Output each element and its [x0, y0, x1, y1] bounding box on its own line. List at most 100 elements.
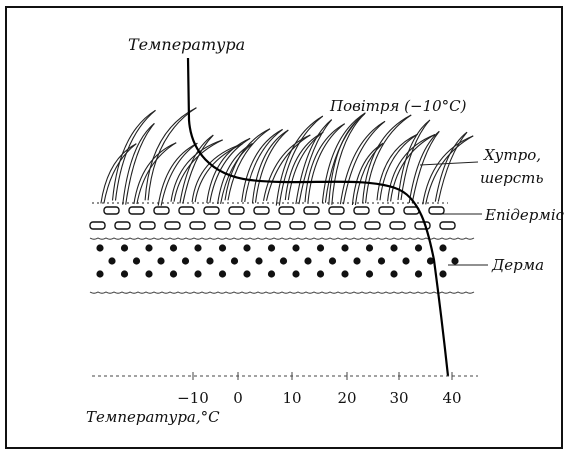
epidermis-cell — [89, 221, 106, 230]
epidermis-cell — [153, 206, 170, 215]
epidermis-cell — [214, 221, 231, 230]
hair-strand — [397, 119, 431, 201]
hair-strand — [206, 137, 251, 203]
epidermis-cell — [328, 206, 345, 215]
dermis-top-boundary — [89, 237, 475, 240]
epidermis-cell — [339, 221, 356, 230]
dermis-dot — [402, 257, 410, 265]
hair-strand — [227, 128, 271, 201]
hair-strand — [125, 123, 155, 205]
dermis-dots — [96, 244, 459, 278]
epidermis-cell — [364, 221, 381, 230]
dermis-dot — [279, 257, 288, 265]
hair-strand — [262, 134, 311, 201]
dermis-dot — [292, 270, 300, 278]
dermis-dot — [365, 244, 374, 252]
epidermis-cell — [389, 221, 406, 230]
fur-layer — [92, 107, 474, 206]
hair-strand — [275, 115, 324, 206]
epidermis-cell — [178, 206, 195, 215]
dermis-dot — [377, 257, 386, 265]
dermis-dot — [218, 270, 227, 278]
hair-strand — [254, 129, 289, 203]
epidermis-cell — [289, 221, 306, 230]
leader-lines — [419, 161, 488, 266]
hair-strand — [400, 119, 431, 201]
epidermis-cell — [264, 221, 281, 230]
hair-strand — [244, 128, 283, 202]
hair-strand — [379, 133, 418, 201]
hair-strand — [179, 134, 214, 204]
dermis-dot — [341, 270, 349, 278]
epidermis-cell — [189, 221, 206, 230]
dermis-dot — [243, 244, 251, 252]
hair-strand — [170, 139, 223, 202]
dermis-dot — [267, 270, 276, 278]
dermis-dot — [96, 244, 104, 252]
hair-strand — [411, 130, 440, 204]
dermis-bottom-boundary — [89, 291, 475, 294]
hair-strand — [437, 131, 468, 202]
hair-strand — [157, 142, 198, 206]
fur-label-line2: шерсть — [480, 169, 543, 187]
hair-strand — [434, 131, 468, 202]
hair-strand — [251, 129, 289, 203]
dermis-dot — [169, 244, 178, 252]
dermis-dot — [169, 270, 178, 278]
hair-strand — [160, 142, 198, 206]
hair-strand — [425, 135, 474, 205]
dermis-dot — [194, 270, 202, 278]
dermis-dot — [414, 244, 423, 252]
epidermis-cell — [253, 206, 270, 215]
epidermis-cell — [114, 221, 131, 230]
epidermis-cell — [353, 206, 370, 215]
fur-leader-line — [419, 161, 479, 166]
dermis-dot — [243, 270, 251, 278]
air-label: Повітря (−10°C) — [329, 97, 467, 115]
dermis-dot — [414, 270, 423, 278]
dermis-dot — [316, 244, 325, 252]
dermis-dot — [292, 244, 300, 252]
dermis-dot — [426, 257, 435, 265]
hair-strand — [298, 119, 333, 205]
dermis-dot — [390, 244, 398, 252]
epidermis-cell — [164, 221, 181, 230]
dermis-dot — [120, 244, 129, 252]
dermis-label: Дерма — [491, 256, 544, 274]
epidermis-cell — [228, 206, 245, 215]
hair-strand — [241, 128, 283, 202]
hair-strand — [408, 130, 440, 203]
tick-label: 10 — [282, 389, 301, 407]
dermis-dot — [304, 257, 312, 265]
hair-strand — [122, 122, 155, 205]
tick-label: 30 — [389, 389, 408, 407]
epidermis-cell — [303, 206, 320, 215]
hair-strand — [362, 114, 412, 204]
hair-strand — [376, 133, 418, 201]
hair-strand — [103, 143, 137, 204]
tick-label: 20 — [337, 389, 356, 407]
epidermis-cell — [414, 221, 431, 230]
hair-strand — [339, 120, 386, 205]
dermis-dot — [218, 244, 227, 252]
hair-strand — [191, 143, 243, 203]
dermis-dot — [390, 270, 398, 278]
dermis-dot — [353, 257, 361, 265]
dermis-dot — [316, 270, 325, 278]
hair-strand — [133, 142, 177, 205]
axis-tick-labels: −10 0 10 20 30 40 — [177, 389, 461, 407]
dermis-layer — [89, 237, 475, 294]
hair-strand — [331, 113, 365, 205]
tick-label: 0 — [233, 389, 243, 407]
hair-strand — [220, 143, 253, 205]
dermis-dot — [194, 244, 202, 252]
hair-strand — [114, 109, 156, 201]
epidermis-layer — [89, 206, 456, 230]
dermis-dot — [96, 270, 104, 278]
dermis-dot — [365, 270, 374, 278]
hair-strand — [307, 123, 346, 203]
dermis-dot — [206, 257, 214, 265]
hair-strand — [265, 134, 311, 201]
epidermis-cell — [203, 206, 220, 215]
